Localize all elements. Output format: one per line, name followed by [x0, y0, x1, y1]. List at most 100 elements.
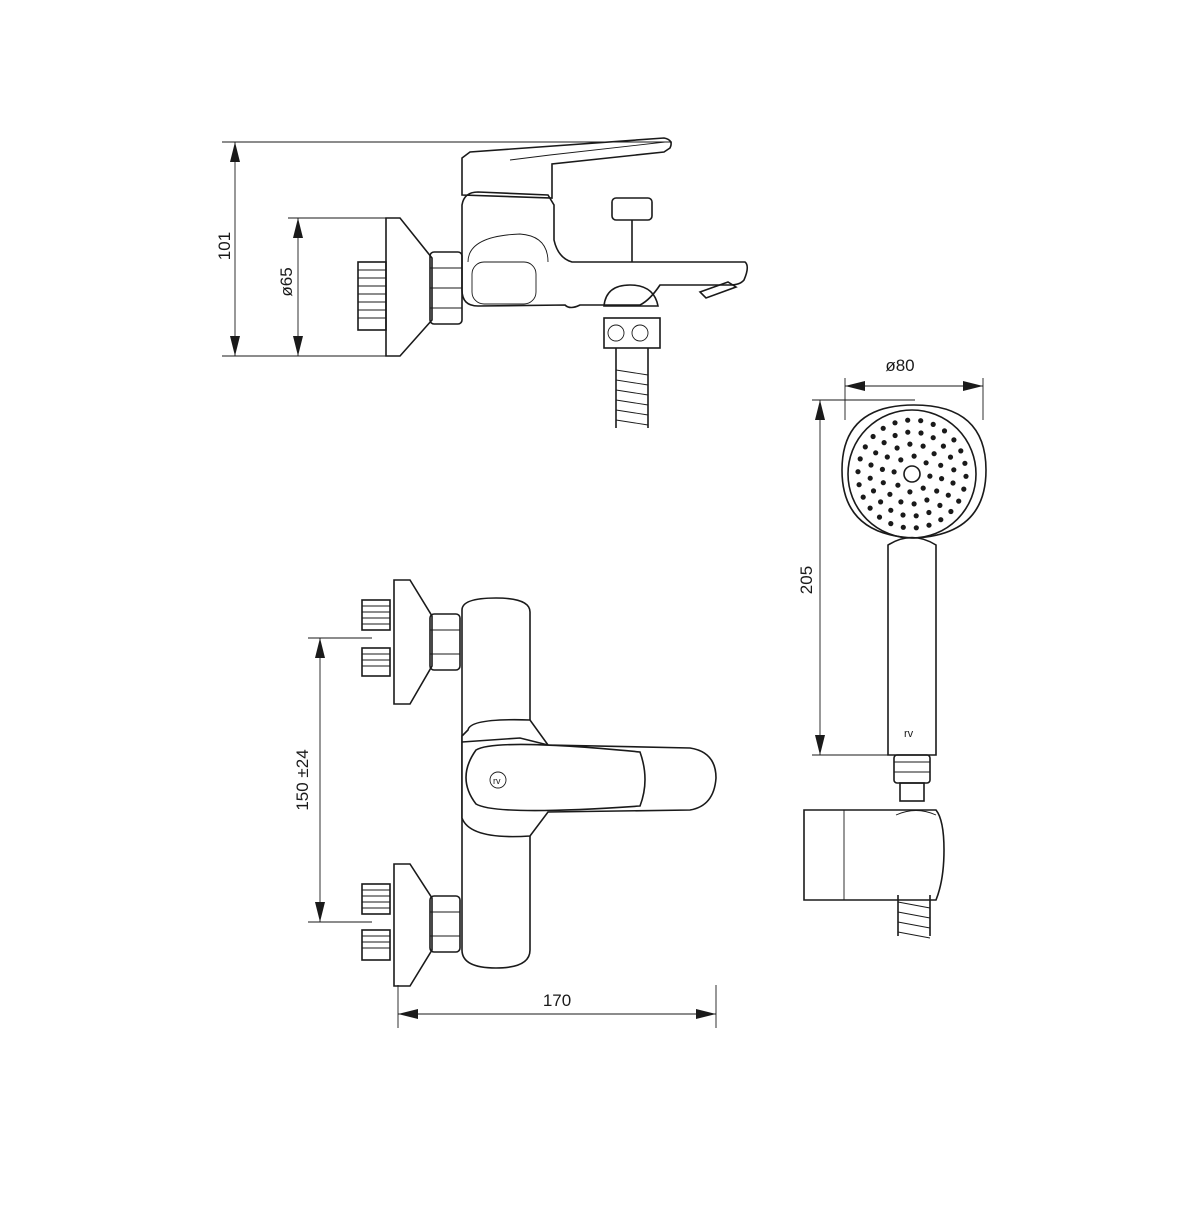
- spray-hole: [870, 488, 877, 494]
- spray-hole: [873, 450, 879, 456]
- dimension-head-diameter: ø80: [844, 356, 984, 420]
- handle-connector: [893, 754, 931, 802]
- dimension-inlet-spacing-label: 150 ±24: [293, 749, 312, 810]
- spray-hole: [926, 522, 932, 528]
- spray-hole: [941, 428, 948, 434]
- shower-hose: [615, 348, 649, 428]
- spray-holes: [855, 417, 969, 531]
- spray-hole: [937, 502, 943, 508]
- spray-hole: [895, 482, 901, 488]
- spray-hole: [934, 488, 940, 494]
- spray-hole: [867, 475, 873, 481]
- svg-text:rv: rv: [904, 728, 914, 740]
- dimension-inlet-spacing: 150 ±24: [293, 637, 372, 923]
- handshower-hose: [897, 895, 931, 939]
- spray-hole: [891, 469, 897, 475]
- spray-hole: [879, 466, 886, 472]
- lever-handle: [461, 137, 672, 199]
- lever-cap: [465, 743, 646, 812]
- spray-hole: [887, 491, 893, 497]
- spray-hole: [963, 473, 969, 479]
- spray-hole: [907, 489, 913, 495]
- spray-hole: [900, 512, 906, 518]
- spray-hole: [907, 441, 913, 447]
- spray-hole: [947, 454, 954, 460]
- lower-inlet: [361, 863, 461, 987]
- spray-hole: [938, 517, 944, 523]
- spray-hole: [920, 443, 926, 449]
- spray-hole: [900, 524, 906, 530]
- spray-hole: [930, 435, 936, 441]
- spray-hole: [956, 498, 962, 504]
- spray-hole: [918, 418, 924, 424]
- spray-hole: [923, 460, 929, 466]
- spray-hole: [931, 451, 937, 457]
- spray-hole: [880, 425, 886, 431]
- dimension-170: 170: [397, 985, 717, 1028]
- spray-hole: [911, 501, 917, 507]
- front-view: 150 ±24 170: [293, 579, 717, 1028]
- spray-hole: [961, 486, 967, 492]
- dimension-205: 205: [797, 399, 915, 756]
- spray-hole: [898, 499, 904, 505]
- spray-hole: [888, 521, 894, 527]
- spray-hole: [926, 509, 932, 516]
- spray-hole: [892, 420, 898, 426]
- spray-hole: [880, 480, 886, 486]
- spray-hole: [856, 482, 862, 488]
- dimension-head-diameter-label: ø80: [885, 356, 914, 375]
- spray-hole: [951, 467, 957, 473]
- spray-hole: [958, 448, 964, 454]
- svg-text:rv: rv: [493, 776, 501, 786]
- threaded-connector: [357, 261, 387, 331]
- dimension-170-label: 170: [543, 991, 571, 1010]
- spray-hole: [860, 494, 866, 500]
- hose-connector: [603, 284, 661, 349]
- spray-hole: [924, 497, 930, 503]
- spray-hole: [950, 480, 956, 486]
- spray-hole: [911, 453, 917, 459]
- spray-hole: [945, 492, 951, 498]
- spray-face: [847, 409, 977, 539]
- dimension-101: 101: [215, 141, 672, 357]
- spray-hole: [876, 514, 883, 520]
- dimension-flange-diameter: ø65: [277, 217, 390, 357]
- spray-hole: [867, 505, 873, 511]
- spray-hole: [939, 476, 945, 482]
- spray-hole: [951, 437, 957, 443]
- spray-hole: [857, 456, 863, 462]
- mixer-body: [461, 191, 749, 309]
- spray-hole: [898, 457, 904, 463]
- wall-holder: [803, 809, 945, 901]
- wall-flange: [385, 217, 433, 357]
- spray-hole: [881, 440, 887, 446]
- spray-hole: [948, 508, 954, 515]
- center-nozzle: [903, 465, 921, 483]
- spray-hole: [888, 507, 894, 513]
- spout-outlet: [698, 281, 738, 299]
- shower-head: [841, 404, 987, 539]
- spray-hole: [884, 454, 890, 460]
- spray-hole: [962, 460, 968, 466]
- spray-hole: [930, 421, 936, 427]
- spray-hole: [913, 525, 919, 531]
- hex-nut: [429, 251, 463, 325]
- front-body: [461, 597, 531, 969]
- brand-logo-icon: rv: [489, 771, 507, 789]
- spray-hole: [862, 444, 868, 450]
- spray-hole: [913, 513, 919, 519]
- spray-hole: [868, 462, 874, 468]
- upper-inlet: [361, 579, 461, 705]
- spray-hole: [940, 443, 947, 449]
- dimension-flange-diameter-label: ø65: [277, 267, 296, 296]
- hand-shower-view: ø80 205 rv: [797, 356, 987, 939]
- shower-handle: [887, 536, 937, 756]
- diverter-knob: [611, 197, 653, 262]
- spray-hole: [927, 473, 933, 479]
- spray-hole: [905, 417, 911, 423]
- spray-hole: [905, 429, 911, 435]
- spray-hole: [894, 445, 900, 451]
- spray-hole: [938, 462, 944, 468]
